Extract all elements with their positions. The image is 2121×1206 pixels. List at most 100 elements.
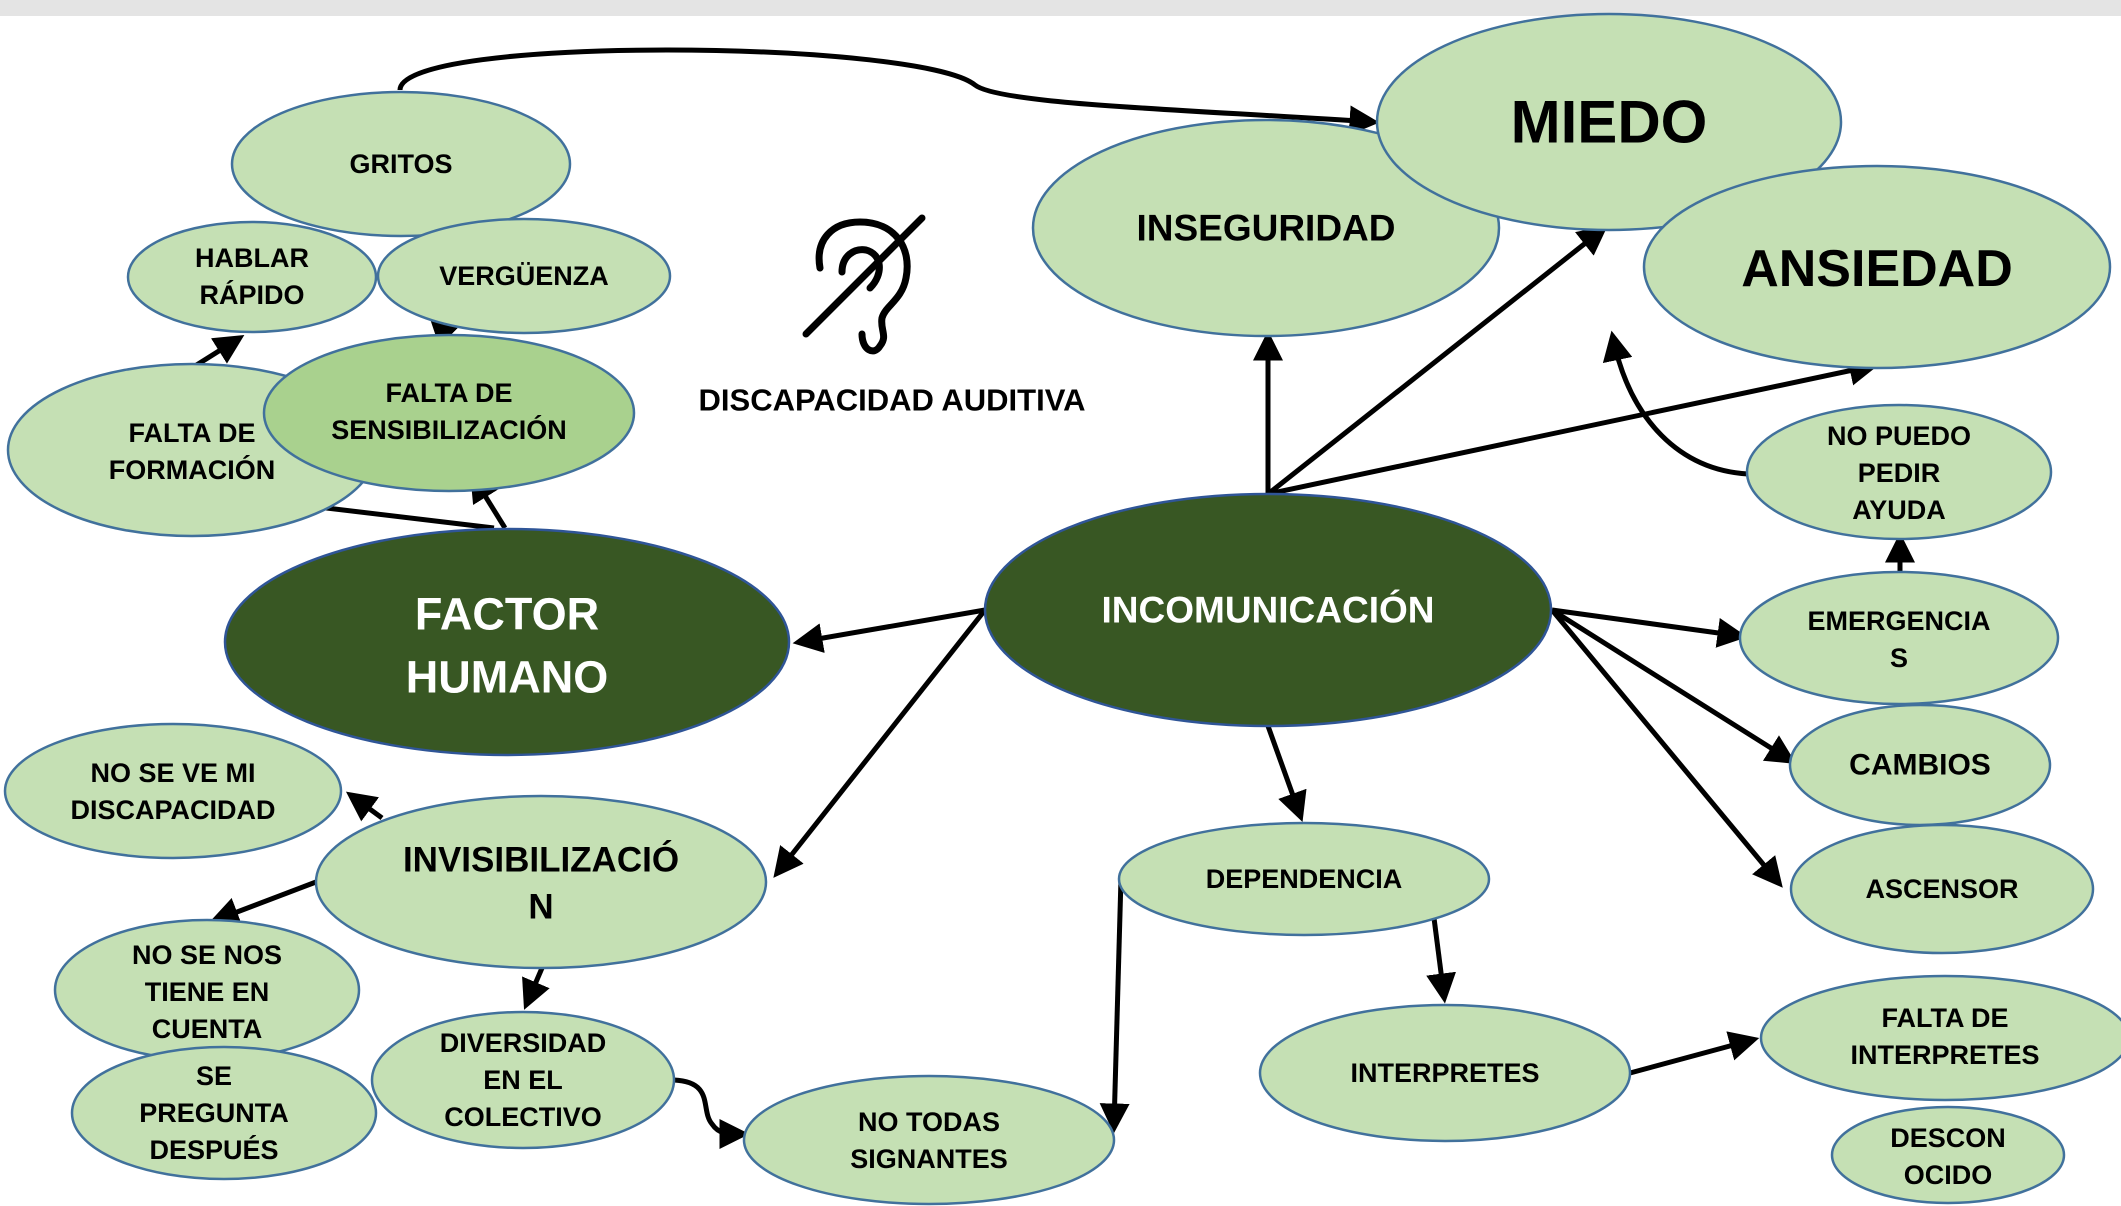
- node-hablar-rapido: HABLAR RÁPIDO: [126, 220, 378, 334]
- node-falta-formacion-label-2: FORMACIÓN: [109, 454, 275, 485]
- arrow-invisibilizacion-to-no-se-nos: [208, 879, 317, 927]
- node-hablar-rapido-label-1: HABLAR: [195, 243, 309, 273]
- arrow-incomunicacion-to-ascensor: [1550, 608, 1783, 888]
- ear-inner-shape: [838, 246, 883, 292]
- node-miedo-label: MIEDO: [1511, 89, 1708, 156]
- node-inseguridad-label: INSEGURIDAD: [1136, 208, 1395, 249]
- node-verguenza: VERGÜENZA: [376, 217, 672, 335]
- node-diversidad-label-2: EN EL: [483, 1065, 563, 1095]
- node-diversidad: DIVERSIDAD EN EL COLECTIVO: [370, 1010, 676, 1150]
- node-factor-humano-label-1: FACTOR: [415, 589, 599, 640]
- node-cambios: CAMBIOS: [1788, 703, 2052, 827]
- arrow-formacion-to-hablar-rapido: [193, 335, 245, 369]
- arrow-no-puedo-to-ansiedad: [1602, 330, 1749, 477]
- node-verguenza-label: VERGÜENZA: [439, 261, 609, 291]
- node-se-pregunta: SE PREGUNTA DESPUÉS: [70, 1045, 378, 1181]
- node-no-puedo-pedir-ayuda-shape: [1745, 403, 2053, 541]
- diagram-title: DISCAPACIDAD AUDITIVA: [699, 383, 1086, 418]
- node-falta-sensibilizacion-label-1: FALTA DE: [386, 378, 513, 408]
- node-ascensor: ASCENSOR: [1789, 823, 2095, 955]
- node-falta-interpretes: FALTA DE INTERPRETES: [1759, 974, 2121, 1102]
- node-falta-sensibilizacion-shape: [262, 333, 636, 493]
- node-emergencias-label-1: EMERGENCIA: [1807, 606, 1990, 636]
- node-no-todas-signantes: NO TODAS SIGNANTES: [742, 1074, 1116, 1206]
- arrow-incomunicacion-to-emergencias: [1551, 607, 1748, 648]
- node-emergencias-shape: [1738, 570, 2060, 706]
- arrow-incomunicacion-to-invisibilizacion: [773, 608, 987, 878]
- top-background-strip: [0, 0, 2121, 16]
- arrow-invisibilizacion-to-no-se-ve: [345, 791, 384, 822]
- node-invisibilizacion-shape: [314, 794, 768, 970]
- node-desconocido-label-1: DESCON: [1890, 1123, 2006, 1153]
- arrow-incomunicacion-to-factor-humano: [792, 607, 986, 653]
- node-falta-interpretes-label-1: FALTA DE: [1882, 1003, 2009, 1033]
- node-se-pregunta-label-1: SE: [196, 1061, 232, 1091]
- node-cambios-label: CAMBIOS: [1849, 749, 1991, 782]
- node-miedo: MIEDO: [1375, 12, 1843, 232]
- node-miedo-shape: [1375, 12, 1843, 232]
- node-no-se-ve-shape: [3, 722, 343, 860]
- node-desconocido: DESCON OCIDO: [1830, 1105, 2066, 1205]
- node-gritos-label: GRITOS: [349, 149, 452, 179]
- node-ascensor-label: ASCENSOR: [1865, 874, 2018, 904]
- node-hablar-rapido-label-2: RÁPIDO: [199, 279, 304, 310]
- node-ascensor-shape: [1789, 823, 2095, 955]
- arrow-incomunicacion-to-dependencia: [1265, 725, 1307, 823]
- arrow-interpretes-to-falta-interpretes: [1629, 1031, 1760, 1076]
- node-se-pregunta-label-2: PREGUNTA: [139, 1098, 289, 1128]
- node-incomunicacion: INCOMUNICACIÓN: [983, 492, 1553, 728]
- node-emergencias: EMERGENCIA S: [1738, 570, 2060, 706]
- node-no-se-nos-tiene: NO SE NOS TIENE EN CUENTA: [53, 918, 361, 1062]
- ear-outer-shape: [815, 218, 911, 355]
- node-inseguridad-shape: [1031, 118, 1501, 338]
- node-se-pregunta-label-3: DESPUÉS: [149, 1134, 278, 1165]
- node-falta-interpretes-label-2: INTERPRETES: [1850, 1040, 2039, 1070]
- node-invisibilizacion: INVISIBILIZACIÓ N: [314, 794, 768, 970]
- arrow-dependencia-to-interpretes: [1426, 917, 1457, 1004]
- node-falta-sensibilizacion: FALTA DE SENSIBILIZACIÓN: [262, 333, 636, 493]
- node-no-todas-signantes-shape: [742, 1074, 1116, 1206]
- ear-strike-line: [802, 214, 926, 338]
- node-incomunicacion-shape: [983, 492, 1553, 728]
- node-inseguridad: INSEGURIDAD: [1031, 118, 1501, 338]
- node-interpretes-label: INTERPRETES: [1350, 1058, 1539, 1088]
- node-gritos: GRITOS: [230, 90, 572, 238]
- node-factor-humano-label-2: HUMANO: [406, 652, 608, 703]
- node-no-se-ve-label-2: DISCAPACIDAD: [70, 795, 275, 825]
- node-no-puedo-label-2: PEDIR: [1858, 458, 1941, 488]
- node-diversidad-label-1: DIVERSIDAD: [440, 1028, 607, 1058]
- node-emergencias-label-2: S: [1890, 643, 1908, 673]
- node-no-puedo-label-1: NO PUEDO: [1827, 421, 1971, 451]
- node-invisibilizacion-label-2: N: [528, 888, 553, 927]
- node-factor-humano-shape: [223, 527, 791, 757]
- node-factor-humano: FACTOR HUMANO: [223, 527, 791, 757]
- node-dependencia-label: DEPENDENCIA: [1206, 864, 1403, 894]
- node-no-se-ve-label-1: NO SE VE MI: [90, 758, 255, 788]
- node-desconocido-label-2: OCIDO: [1904, 1160, 1993, 1190]
- node-dependencia-shape: [1117, 821, 1491, 937]
- node-dependencia: DEPENDENCIA: [1117, 821, 1491, 937]
- hearing-impaired-icon: [802, 214, 926, 355]
- node-diversidad-shape: [370, 1010, 676, 1150]
- arrow-invisibilizacion-to-diversidad: [522, 967, 550, 1010]
- node-incomunicacion-label: INCOMUNICACIÓN: [1102, 589, 1435, 631]
- node-verguenza-shape: [376, 217, 672, 335]
- arrow-incomunicacion-to-ansiedad: [1267, 355, 1880, 497]
- node-no-se-nos-label-3: CUENTA: [152, 1014, 263, 1044]
- arrow-incomunicacion-to-miedo: [1266, 225, 1608, 496]
- node-no-todas-label-2: SIGNANTES: [850, 1144, 1008, 1174]
- node-no-se-nos-label-1: NO SE NOS: [132, 940, 282, 970]
- node-hablar-rapido-shape: [126, 220, 378, 334]
- node-ansiedad-label: ANSIEDAD: [1741, 240, 2013, 298]
- node-invisibilizacion-label-1: INVISIBILIZACIÓ: [403, 840, 679, 880]
- node-se-pregunta-shape: [70, 1045, 378, 1181]
- node-ansiedad: ANSIEDAD: [1642, 164, 2112, 370]
- arrow-dependencia-to-no-todas: [1099, 877, 1130, 1134]
- node-no-puedo-label-3: AYUDA: [1852, 495, 1946, 525]
- node-falta-sensibilizacion-label-2: SENSIBILIZACIÓN: [331, 414, 567, 445]
- node-interpretes-shape: [1258, 1003, 1632, 1143]
- node-gritos-shape: [230, 90, 572, 238]
- node-diversidad-label-3: COLECTIVO: [444, 1102, 602, 1132]
- node-no-todas-label-1: NO TODAS: [858, 1107, 1000, 1137]
